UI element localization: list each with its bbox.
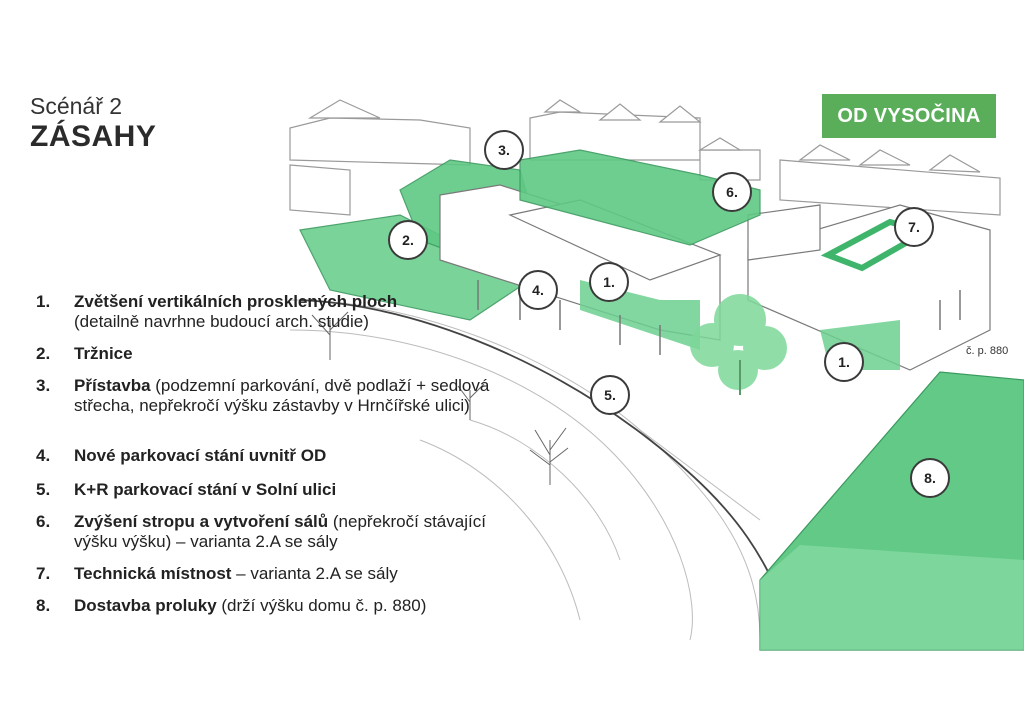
- marker-3: 3.: [484, 130, 524, 170]
- legend-description: – varianta 2.A se sály: [231, 564, 398, 583]
- marker-8: 8.: [910, 458, 950, 498]
- marker-1a: 1.: [589, 262, 629, 302]
- legend-number: 8.: [36, 596, 51, 615]
- marker-2: 2.: [388, 220, 428, 260]
- legend-description: (drží výšku domu č. p. 880): [216, 596, 427, 615]
- page-title: ZÁSAHY: [30, 120, 157, 153]
- legend-title: Tržnice: [74, 344, 133, 363]
- subtitle: Scénář 2: [30, 93, 123, 119]
- marker-6: 6.: [712, 172, 752, 212]
- building-number-label: č. p. 880: [966, 345, 1009, 357]
- marker-7: 7.: [894, 207, 934, 247]
- marker-5: 5.: [590, 375, 630, 415]
- legend-title: Zvýšení stropu a vytvoření sálů: [74, 512, 329, 531]
- marker-4: 4.: [518, 270, 558, 310]
- heading: Scénář 2 ZÁSAHY: [30, 92, 156, 154]
- legend-description: (nepřekročí stávající výšku výšku) – var…: [74, 512, 486, 551]
- legend-number: 1.: [36, 292, 51, 311]
- legend-title: Technická místnost: [74, 564, 232, 583]
- legend-number: 2.: [36, 344, 51, 363]
- legend-number: 5.: [36, 480, 51, 499]
- marker-1b: 1.: [824, 342, 864, 382]
- legend-description: (podzemní parkování, dvě podlaží + sedlo…: [74, 376, 490, 415]
- legend-number: 4.: [36, 446, 51, 465]
- legend-title: Zvětšení vertikálních prosklených ploch: [74, 292, 398, 311]
- legend-title: Dostavba proluky: [74, 596, 217, 615]
- legend-title: Přístavba: [74, 376, 151, 395]
- legend-number: 3.: [36, 376, 51, 395]
- legend-title: K+R parkovací stání v Solní ulici: [74, 480, 337, 499]
- legend-number: 7.: [36, 564, 51, 583]
- location-badge: OD VYSOČINA: [822, 94, 996, 138]
- legend-title: Nové parkovací stání uvnitř OD: [74, 446, 327, 465]
- legend-description: (detailně navrhne budoucí arch. studie): [74, 312, 369, 331]
- legend-number: 6.: [36, 512, 51, 531]
